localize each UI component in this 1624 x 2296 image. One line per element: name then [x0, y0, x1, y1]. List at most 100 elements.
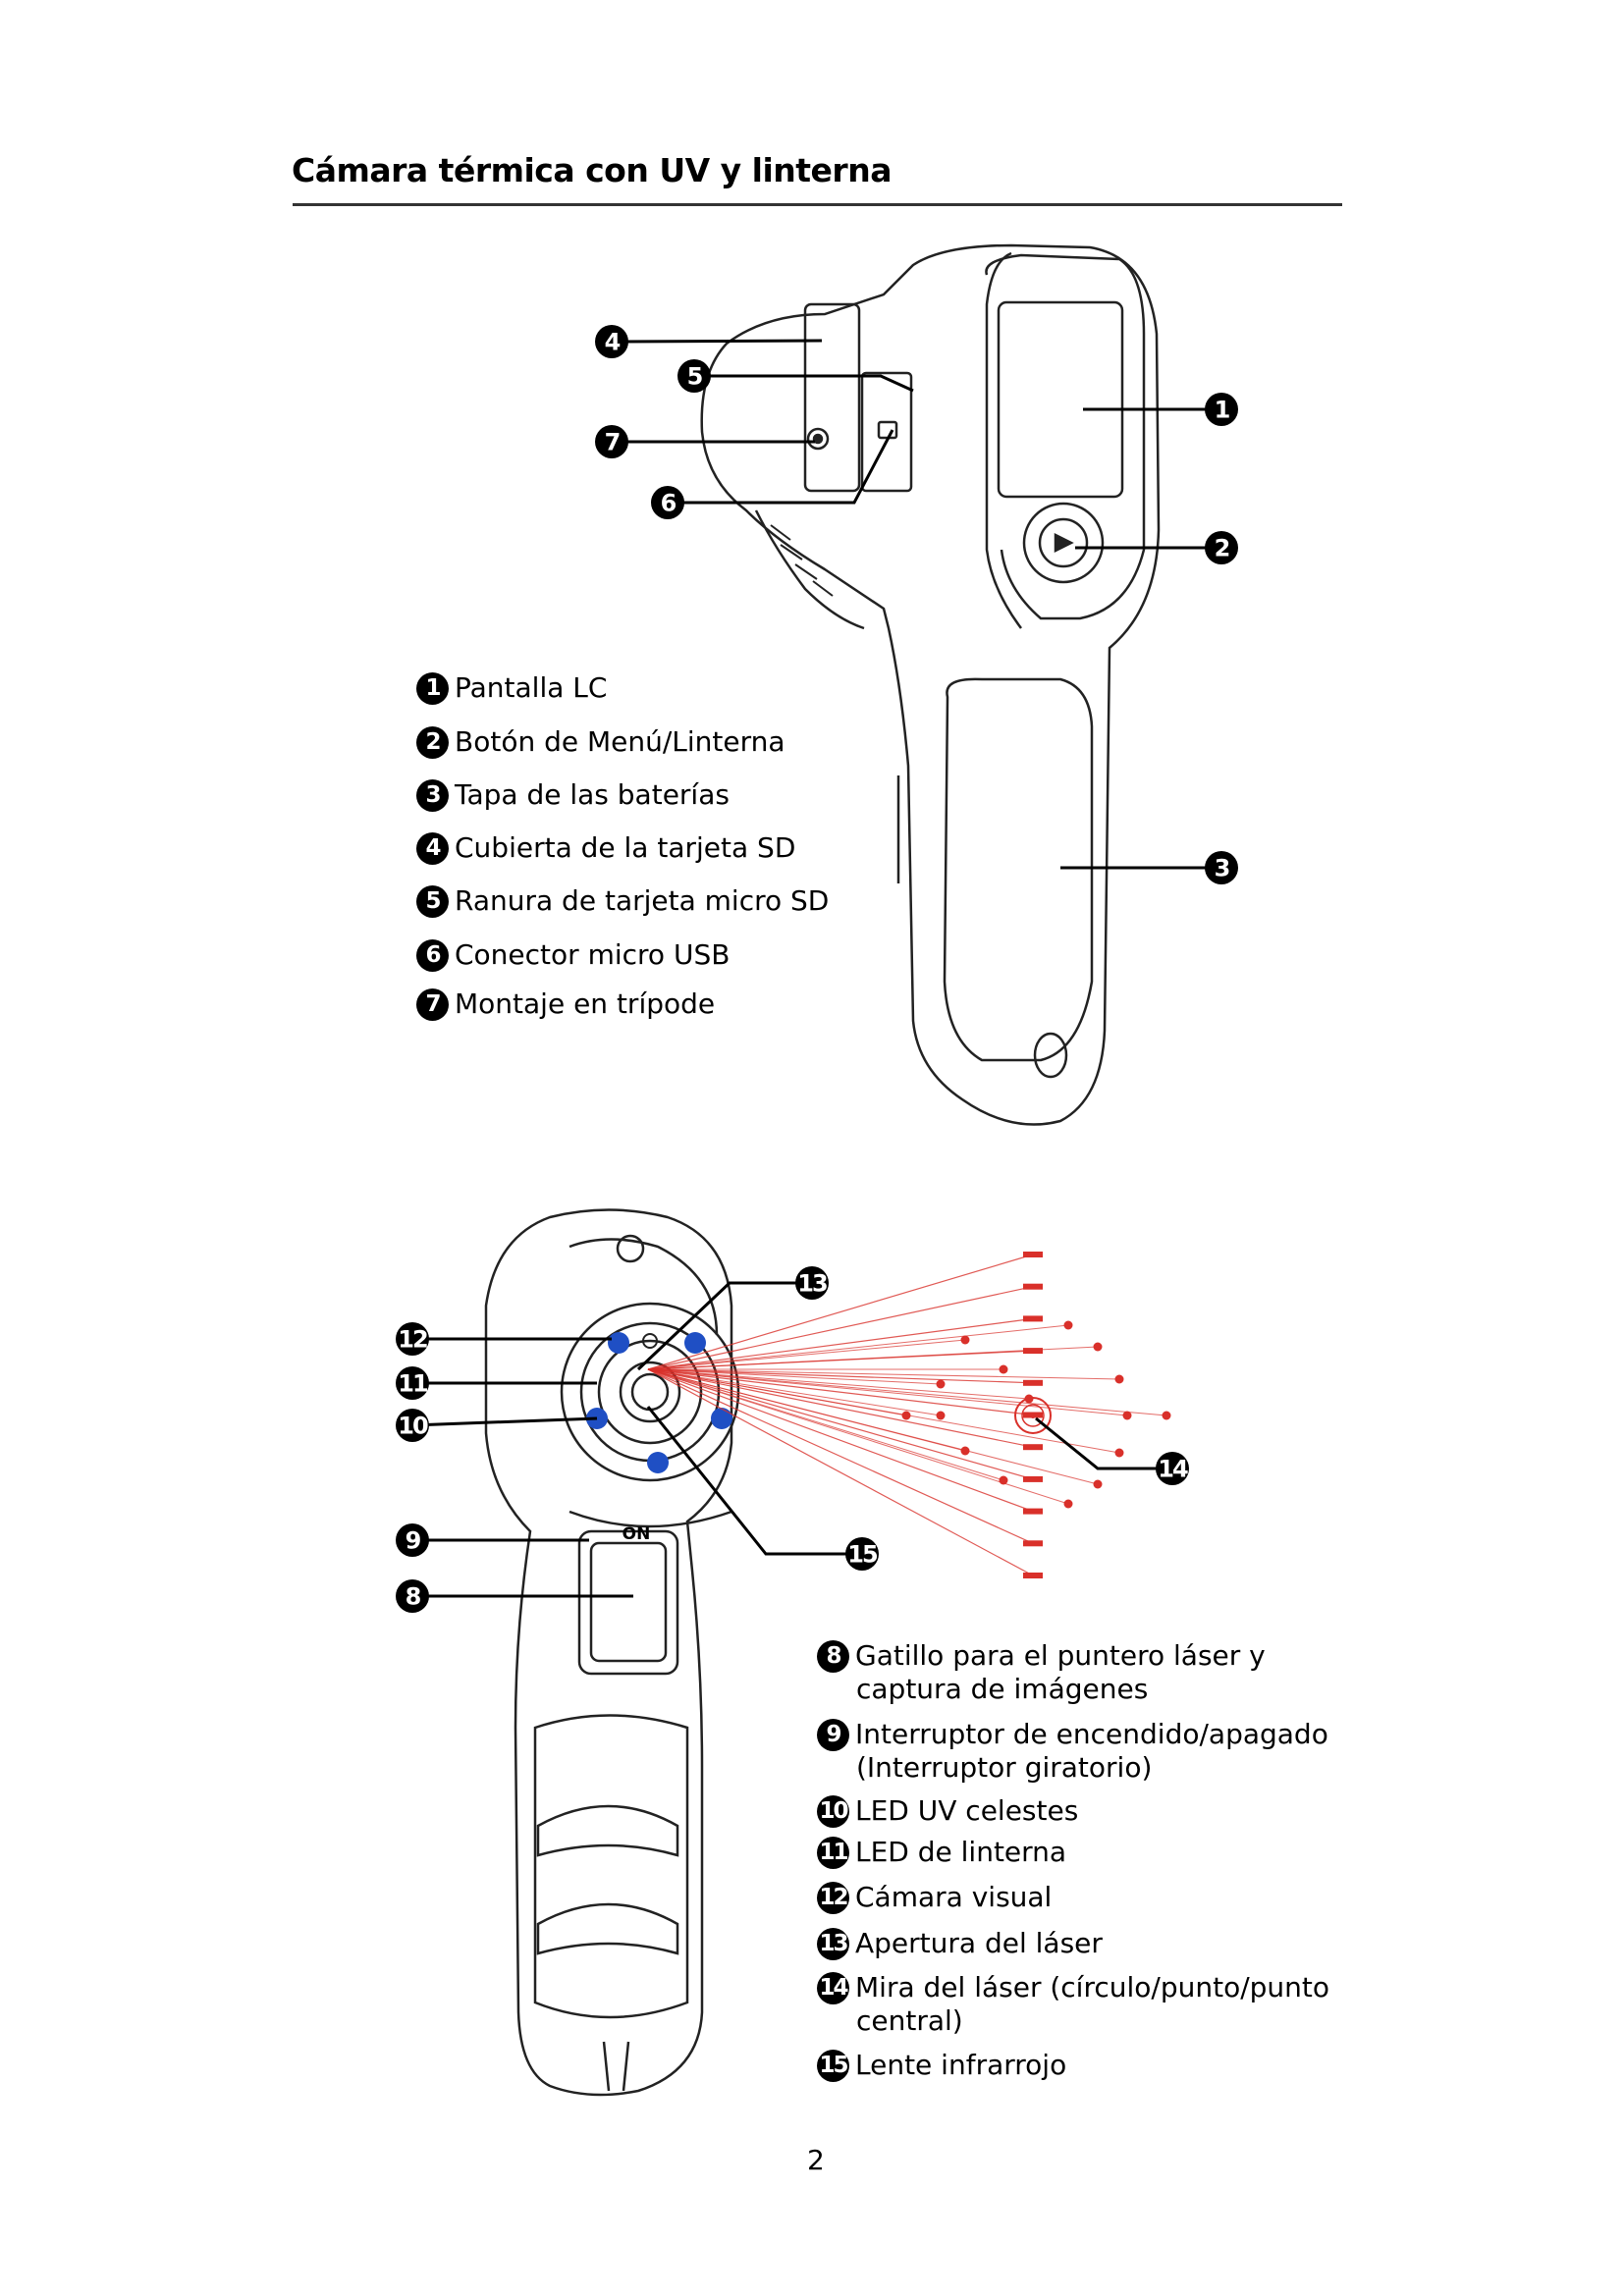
callout-badge-2: 2 — [1205, 531, 1238, 564]
laser-dash — [1023, 1315, 1043, 1322]
laser-dash — [1023, 1573, 1043, 1578]
legend-text: Apertura del láser — [855, 1927, 1103, 1959]
callout-number: 3 — [1215, 855, 1229, 882]
legend-text: Mira del láser (círculo/punto/punto — [855, 1971, 1330, 2003]
legend-text: Gatillo para el puntero láser y — [855, 1639, 1266, 1672]
callout-badge-10: 10 — [396, 1409, 430, 1442]
callout-number: 5 — [687, 363, 703, 391]
laser-ray — [647, 1324, 1069, 1370]
number-badge: 4 — [416, 831, 449, 865]
laser-ray — [647, 1368, 942, 1416]
callout-number: 12 — [398, 1326, 427, 1354]
laser-dot — [1063, 1499, 1073, 1509]
callout-circle — [1205, 393, 1238, 426]
number-badge: 1 — [416, 671, 449, 705]
laser-ray — [647, 1368, 1034, 1576]
number-badge: 3 — [416, 778, 449, 812]
on-label: ON — [623, 1524, 651, 1544]
callout-circle — [1205, 531, 1238, 564]
laser-dash — [1023, 1348, 1043, 1355]
callout-number: 8 — [406, 1583, 421, 1611]
number-badge: 10 — [817, 1794, 849, 1828]
laser-dot — [1063, 1320, 1073, 1330]
number-badge: 5 — [416, 884, 449, 918]
callout-badge-8: 8 — [396, 1579, 429, 1613]
callout-circle — [651, 486, 684, 519]
legend-text: Tapa de las baterías — [455, 778, 730, 811]
laser-dot — [1093, 1342, 1103, 1352]
callout-circle — [396, 1523, 429, 1557]
laser-dot — [936, 1411, 946, 1420]
laser-dot — [1122, 1411, 1132, 1420]
callout-circle — [595, 325, 628, 358]
laser-dash — [1023, 1283, 1043, 1290]
callout-circle — [396, 1409, 429, 1442]
callout-number: 14 — [1158, 1456, 1188, 1483]
number-badge: 9 — [817, 1718, 849, 1751]
laser-dot — [1162, 1411, 1171, 1420]
number-badge: 14 — [817, 1971, 849, 2004]
callout-number: 7 — [605, 429, 620, 456]
callout-circle — [1205, 851, 1238, 884]
number-badge: 8 — [817, 1639, 849, 1673]
legend-text: Botón de Menú/Linterna — [455, 725, 785, 758]
laser-target-ring — [1021, 1404, 1045, 1427]
laser-dot — [960, 1335, 970, 1345]
callout-badge-11: 11 — [396, 1366, 430, 1400]
page-number: 2 — [807, 2144, 825, 2176]
laser-target-circle — [1014, 1397, 1052, 1434]
legend-text: Cubierta de la tarjeta SD — [455, 831, 796, 864]
callout-circle — [396, 1366, 429, 1400]
laser-dash — [1023, 1252, 1043, 1257]
callout-number: 11 — [398, 1370, 428, 1398]
laser-dot — [1114, 1448, 1124, 1458]
callout-circle — [396, 1579, 429, 1613]
laser-ray — [647, 1368, 1034, 1513]
callout-number: 4 — [605, 329, 621, 356]
visual-camera — [642, 1333, 658, 1349]
page-title: Cámara térmica con UV y linterna — [292, 151, 892, 189]
laser-ray — [647, 1346, 1099, 1370]
callout-badge-15: 15 — [845, 1537, 880, 1571]
callout-circle — [677, 359, 711, 393]
laser-ray — [647, 1368, 1034, 1480]
callout-number: 6 — [661, 490, 677, 517]
laser-ray — [647, 1317, 1034, 1370]
top-callouts — [611, 339, 1221, 870]
laser-dash — [1023, 1508, 1043, 1515]
legend-text: Interruptor de encendido/apagado — [855, 1718, 1328, 1750]
laser-dot — [999, 1364, 1008, 1374]
bottom-callouts — [411, 1281, 1172, 1598]
laser-ray — [647, 1254, 1034, 1370]
legend-text-line2: (Interruptor giratorio) — [856, 1751, 1153, 1784]
callout-circle — [595, 425, 628, 458]
laser-dash — [1023, 1444, 1043, 1451]
legend-text: LED UV celestes — [855, 1794, 1079, 1827]
callout-circle — [1156, 1452, 1189, 1485]
laser-ray — [647, 1368, 1167, 1416]
number-badge: 15 — [817, 2049, 849, 2082]
laser-dash — [1023, 1540, 1043, 1547]
laser-ray — [647, 1368, 1099, 1485]
laser-dot — [1093, 1479, 1103, 1489]
laser-ray — [647, 1368, 1128, 1416]
number-badge: 7 — [416, 988, 449, 1021]
callout-badge-1: 1 — [1205, 393, 1238, 426]
callout-badge-9: 9 — [396, 1523, 429, 1557]
laser-dash — [1023, 1475, 1043, 1482]
legend-text: Pantalla LC — [455, 671, 608, 704]
legend-text: Montaje en trípode — [455, 988, 716, 1020]
callout-number: 9 — [406, 1527, 421, 1555]
laser-ray — [647, 1368, 1034, 1544]
callout-badge-14: 14 — [1156, 1452, 1190, 1485]
callout-circle — [845, 1537, 879, 1571]
laser-ray — [647, 1368, 1034, 1448]
